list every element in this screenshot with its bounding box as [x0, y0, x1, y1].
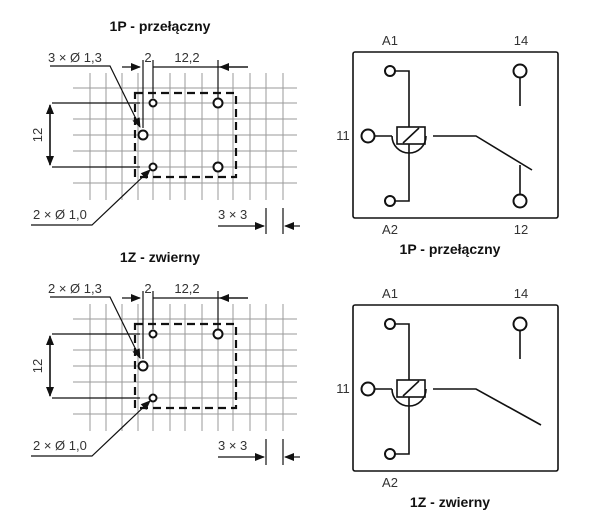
terminal-a2 [384, 448, 396, 460]
hole-small [148, 98, 158, 108]
footprint-1z: 1Z - zwierny 2 12,2 12 2 × Ø 1,3 2 × Ø 1,0 3 ×… [30, 249, 300, 465]
leader-line [31, 169, 151, 226]
holes-small-label: 2 × Ø 1,0 [33, 438, 87, 453]
hole-small [148, 329, 158, 339]
terminal-label-a1: A1 [382, 286, 398, 301]
grid [73, 304, 297, 431]
terminal-a2 [384, 195, 396, 207]
leader-line [31, 400, 151, 457]
coil-diagonal [402, 127, 420, 144]
switch-contact [433, 388, 542, 426]
terminal-a1 [384, 318, 396, 330]
schematic-title: 1P - przełączny [400, 241, 501, 257]
grid [73, 73, 297, 200]
coil-wire [395, 323, 410, 380]
holes-small-label: 2 × Ø 1,0 [33, 207, 87, 222]
hole-large [137, 129, 149, 141]
terminal-14 [512, 316, 528, 332]
terminal-14 [512, 63, 528, 79]
grid-label: 3 × 3 [218, 207, 247, 222]
terminal-label-11: 11 [336, 128, 350, 143]
terminal-label-14: 14 [514, 33, 528, 48]
terminal-label-a2: A2 [382, 222, 398, 237]
terminal-label-12: 12 [514, 222, 528, 237]
dim-width: 12,2 [174, 281, 199, 296]
dim-offset: 2 [144, 50, 151, 65]
footprint-title: 1Z - zwierny [120, 249, 200, 265]
footprint-1p: 1P - przełączny 2 12,2 12 3 × Ø 1,3 2 × Ø 1,0… [30, 18, 300, 234]
common-arc [391, 135, 427, 154]
dim-height: 12 [30, 128, 45, 142]
coil-wire [395, 70, 410, 127]
grid-label: 3 × 3 [218, 438, 247, 453]
switch-contact [433, 135, 533, 171]
terminal-11 [360, 128, 376, 144]
dim-offset: 2 [144, 281, 151, 296]
relay-housing [352, 304, 559, 472]
relay-outline [133, 91, 238, 179]
relay-housing [352, 51, 559, 219]
coil-symbol [396, 126, 426, 145]
terminal-11 [360, 381, 376, 397]
common-arc [391, 388, 427, 407]
coil-symbol [396, 379, 426, 398]
schematic-title: 1Z - zwierny [410, 494, 490, 510]
terminal-a1 [384, 65, 396, 77]
coil-diagonal [402, 380, 420, 397]
terminal-label-14: 14 [514, 286, 528, 301]
holes-large-label: 3 × Ø 1,3 [48, 50, 102, 65]
terminal-label-11: 11 [336, 381, 350, 396]
terminal-label-a1: A1 [382, 33, 398, 48]
hole-large [212, 328, 224, 340]
hole-small [148, 162, 158, 172]
leader-line [50, 296, 141, 359]
hole-small [148, 393, 158, 403]
leader-line [50, 65, 141, 128]
footprint-title: 1P - przełączny [110, 18, 211, 34]
dim-width: 12,2 [174, 50, 199, 65]
dim-height: 12 [30, 359, 45, 373]
hole-large [212, 161, 224, 173]
coil-wire [395, 397, 410, 455]
terminal-12 [512, 193, 528, 209]
relay-outline [133, 322, 238, 410]
holes-large-label: 2 × Ø 1,3 [48, 281, 102, 296]
coil-wire [395, 144, 410, 202]
hole-large [137, 360, 149, 372]
terminal-label-a2: A2 [382, 475, 398, 490]
hole-large [212, 97, 224, 109]
